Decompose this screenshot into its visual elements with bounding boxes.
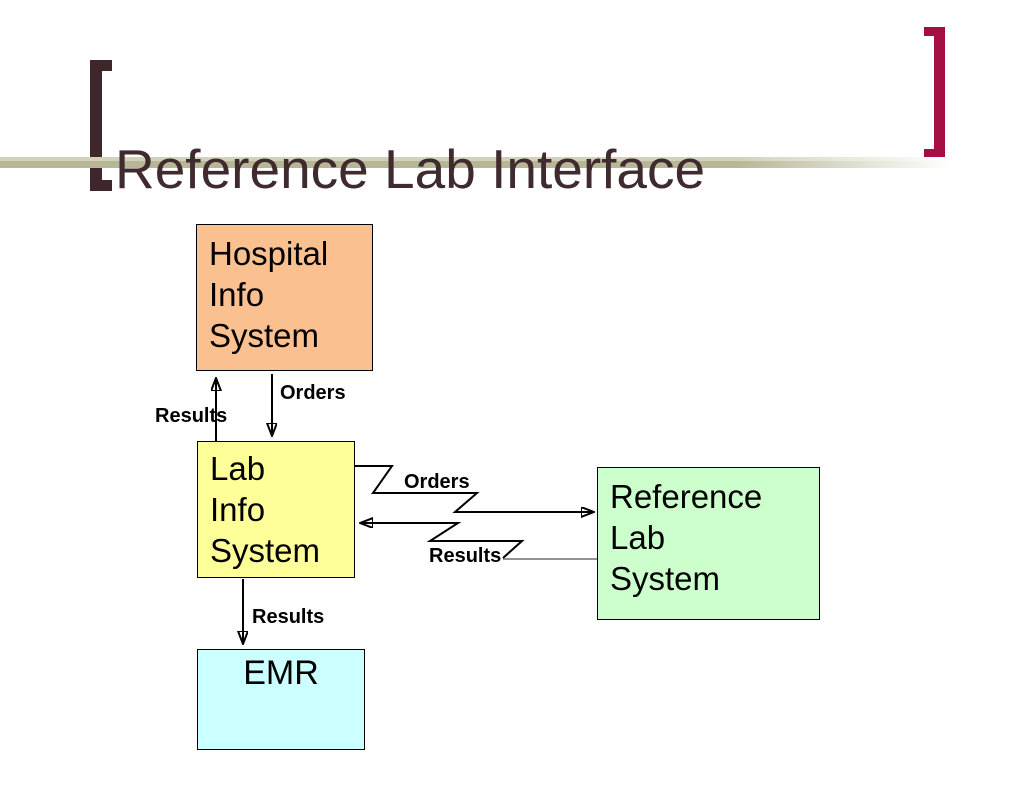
reference-box-line1: Reference <box>610 478 763 515</box>
left-bracket-top-arm <box>90 60 112 71</box>
reference-box-line3: System <box>610 560 721 597</box>
reference-box-line2: Lab <box>610 519 666 556</box>
left-bracket-bottom-arm <box>90 180 112 191</box>
reference-lab-system-box: Reference Lab System <box>597 467 820 620</box>
lab-box-line3: System <box>210 532 321 569</box>
hospital-info-system-box: Hospital Info System <box>196 224 373 371</box>
hospital-box-line1: Hospital <box>209 235 329 272</box>
emr-box-label: EMR <box>243 654 319 692</box>
results-label-lab-to-hospital: Results <box>155 405 228 427</box>
lab-box-line1: Lab <box>210 450 266 487</box>
right-bracket-top-arm <box>924 27 945 36</box>
lab-info-system-box: Lab Info System <box>197 441 355 578</box>
slide-title: Reference Lab Interface <box>115 137 706 200</box>
orders-label-lab-to-reference: Orders <box>404 471 470 493</box>
results-label-reference-to-lab: Results <box>429 545 502 567</box>
right-bracket-decoration <box>924 27 945 158</box>
title-underline-rule <box>0 157 1024 168</box>
arrow-orders-lab-to-reference <box>355 465 592 512</box>
arrow-results-reference-to-lab <box>362 523 525 559</box>
emr-box: EMR <box>197 649 365 750</box>
right-bracket-bar <box>934 27 945 158</box>
hospital-box-line2: Info <box>209 276 265 313</box>
results-label-lab-to-emr: Results <box>252 606 325 628</box>
hospital-box-line3: System <box>209 317 320 354</box>
orders-label-hospital-to-lab: Orders <box>280 382 346 404</box>
right-bracket-bottom-arm <box>924 149 945 158</box>
lab-box-line2: Info <box>210 491 266 528</box>
